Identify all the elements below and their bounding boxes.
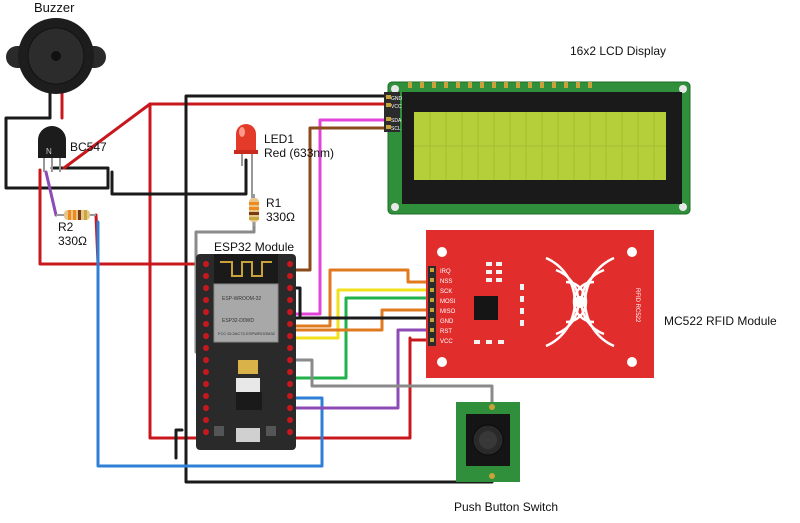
label-buzzer: Buzzer xyxy=(34,0,75,15)
wire-lcd-sda xyxy=(290,118,390,316)
wire-lcd-gnd xyxy=(184,94,390,196)
wire-led-ground xyxy=(110,158,248,196)
label-push-button: Push Button Switch xyxy=(454,500,559,514)
lcd-pin-scl: SCL xyxy=(391,126,401,132)
rfid-pin-irq: IRQ xyxy=(440,269,451,275)
wire-rfid-sck xyxy=(290,288,434,340)
wire-blue xyxy=(96,220,324,468)
svg-text:N: N xyxy=(46,147,52,156)
esp-chip-text-2: ESP32-D0WD xyxy=(222,318,254,324)
label-rfid: MC522 RFID Module xyxy=(664,314,777,328)
led-red xyxy=(234,124,258,198)
rfid-pin-miso: MISO xyxy=(440,309,456,315)
label-led-name: LED1 xyxy=(264,132,295,146)
label-r1-name: R1 xyxy=(266,196,282,210)
resistor-r2 xyxy=(56,210,96,220)
wire-rfid-rst xyxy=(290,328,434,410)
push-button xyxy=(456,402,520,482)
transistor-bc547: N xyxy=(38,126,66,172)
wire-transistor-r2 xyxy=(44,170,58,217)
label-lcd: 16x2 LCD Display xyxy=(570,44,667,58)
esp-chip-text-3: FCC ID:2AC7Z-ESPWROOM32 xyxy=(218,331,276,336)
label-esp32: ESP32 Module xyxy=(214,240,295,254)
rfid-pin-mosi: MOSI xyxy=(440,299,456,305)
rfid-board-text: RFID RC522 xyxy=(634,288,640,323)
wire-red-left xyxy=(38,168,100,266)
label-r2-name: R2 xyxy=(58,220,74,234)
wire-red-vcc-main xyxy=(62,102,412,440)
lcd-pin-vcc: VCC xyxy=(391,104,402,110)
resistor-r1 xyxy=(249,194,259,226)
rfid-pin-sck: SCK xyxy=(440,289,452,295)
label-r1-value: 330Ω xyxy=(266,210,295,224)
lcd-module: GND VCC SDA SCL xyxy=(384,81,691,215)
esp-chip-text-1: ESP-WROOM-32 xyxy=(222,296,261,302)
rfid-pin-rst: RST xyxy=(440,329,452,335)
wire-button-gray xyxy=(290,358,494,406)
rfid-pin-nss: NSS xyxy=(440,279,452,285)
rfid-pin-gnd: GND xyxy=(440,319,454,325)
lcd-pin-gnd: GND xyxy=(391,96,403,102)
label-led-desc: Red (633nm) xyxy=(264,146,335,160)
esp32-module: ESP-WROOM-32 ESP32-D0WD FCC ID:2AC7Z-ESP… xyxy=(196,254,296,450)
rfid-module: RFID RC522 IRQ NSS SCK MOSI MISO GND RST… xyxy=(426,230,654,378)
rfid-pin-vcc: VCC xyxy=(440,339,453,345)
label-transistor: BC547 xyxy=(70,140,107,154)
wire-rfid-miso xyxy=(290,308,434,332)
wire-rfid-nss xyxy=(290,268,434,328)
wire-black-low xyxy=(174,428,184,460)
wire-rfid-mosi xyxy=(290,296,434,380)
wire-buzzer-ground xyxy=(4,90,110,190)
label-r2-value: 330Ω xyxy=(58,234,87,248)
buzzer xyxy=(6,18,106,94)
lcd-pin-sda: SDA xyxy=(391,118,402,124)
wire-lcd-scl xyxy=(290,126,390,272)
